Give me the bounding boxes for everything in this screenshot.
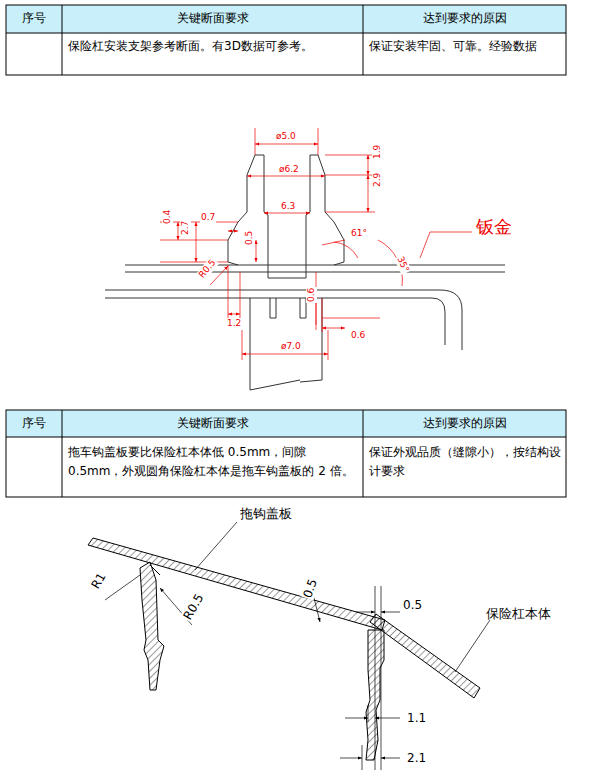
dimension: 0.6	[350, 330, 366, 341]
dimension: 1.9	[372, 144, 383, 160]
table-cell: 拖车钩盖板要比保险杠本体低 0.5mm，间隙 0.5mm，外观圆角保险杠本体是拖…	[68, 443, 358, 480]
dimension: 0.4	[162, 209, 173, 225]
table-header: 关键断面要求	[62, 11, 363, 25]
table-header: 达到要求的原因	[363, 416, 566, 430]
dimension: 1.2	[226, 318, 242, 329]
dimension: ø7.0	[280, 341, 302, 352]
part-name: 保险杠本体	[486, 606, 551, 622]
dimension: 61°	[350, 228, 368, 239]
dimension: 1.1	[406, 711, 427, 725]
dimension: 0.5	[300, 576, 321, 601]
table-cell: 保证安装牢固、可靠。经验数据	[369, 39, 563, 53]
table-cell: 保险杠安装支架参考断面。有3D数据可参考。	[68, 39, 358, 53]
table-header: 序号	[6, 416, 62, 430]
dimension: 2.9	[372, 172, 383, 188]
dimension: 0.6	[306, 287, 317, 303]
part-name: 拖钩盖板	[240, 506, 292, 522]
dimension: R0.5	[196, 257, 219, 281]
dimension: ø5.0	[275, 131, 297, 142]
table-header: 达到要求的原因	[363, 11, 566, 25]
dimension: R1	[88, 569, 109, 592]
table-header: 关键断面要求	[62, 416, 363, 430]
dimension: 2.1	[406, 751, 427, 765]
dimension: 0.5	[402, 598, 423, 612]
table-header: 序号	[6, 11, 62, 25]
dimension: 6.3	[280, 201, 296, 212]
table-cell: 保证外观品质（缝隙小），按结构设计要求	[369, 443, 563, 480]
dimension: 0.5	[244, 230, 255, 246]
dimension: R0.5	[180, 591, 207, 624]
part-name: 钣金	[476, 216, 512, 238]
dimension: 0.7	[200, 212, 216, 223]
dimension: 2.7	[180, 220, 191, 236]
dimension: ø6.2	[278, 164, 300, 175]
